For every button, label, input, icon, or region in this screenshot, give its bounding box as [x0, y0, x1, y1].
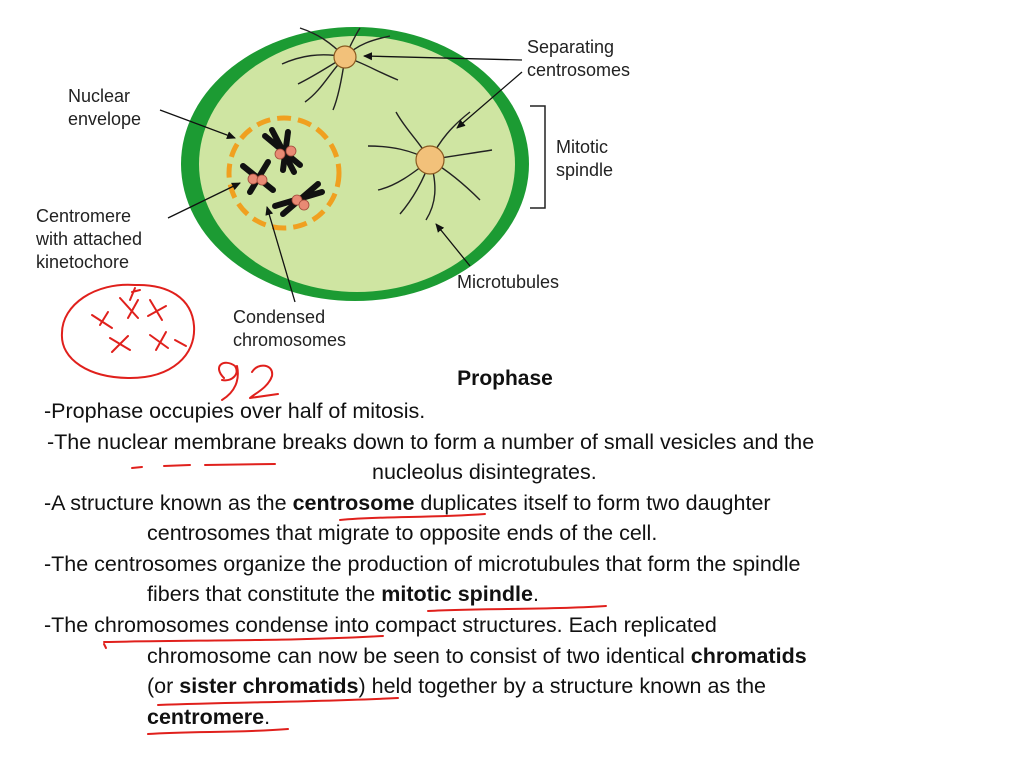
text-line-10: (or sister chromatids) held together by … [147, 671, 766, 701]
text-segment: . [532, 582, 539, 606]
text-segment: ) held together by a structure known as … [358, 674, 767, 698]
centrosome-top [333, 45, 357, 69]
label-mitotic-spindle: Mitotic spindle [556, 137, 614, 180]
text-segment: . [264, 705, 271, 729]
text-line-11: centromere. [147, 702, 270, 732]
text-line-6: -The centrosomes organize the production… [44, 552, 801, 576]
text-segment: fibers that constitute the [147, 582, 382, 606]
term-chromatids: chromatids [690, 644, 807, 668]
text-line-4: -A structure known as the centrosome dup… [44, 488, 771, 518]
term-mitotic-spindle: mitotic spindle [381, 582, 533, 606]
label-separating-centrosomes: Separating centrosomes [527, 37, 631, 80]
term-sister-chromatids: sister chromatids [179, 674, 359, 698]
prophase-cell-diagram [159, 27, 546, 303]
text-line-3: nucleolus disintegrates. [372, 460, 597, 484]
text-line-5: centrosomes that migrate to opposite end… [147, 521, 658, 545]
kinetochores [247, 145, 310, 211]
text-segment: (or [147, 674, 180, 698]
label-microtubules: Microtubules [457, 272, 560, 292]
text-segment: -A structure known as the [44, 491, 293, 515]
nuclear-envelope [226, 115, 342, 231]
page-title: Prophase [457, 367, 553, 390]
text-line-1: -Prophase occupies over half of mitosis. [44, 399, 426, 423]
text-line-2: -The nuclear membrane breaks down to for… [47, 430, 815, 454]
mitotic-spindle-bracket [530, 105, 546, 209]
text-line-8: -The chromosomes condense into compact s… [44, 613, 717, 637]
centrosome-right [415, 145, 445, 175]
text-line-9: chromosome can now be seen to consist of… [147, 641, 807, 671]
text-segment: duplicates itself to form two daughter [414, 491, 771, 515]
term-centrosome: centrosome [292, 491, 415, 515]
pointer-arrows [159, 52, 523, 303]
label-centromere: Centromere with attached kinetochore [36, 206, 143, 272]
text-segment: chromosome can now be seen to consist of… [147, 644, 691, 668]
text-line-7: fibers that constitute the mitotic spind… [147, 579, 539, 609]
term-centromere: centromere [147, 705, 265, 729]
label-condensed-chromosomes: Condensed chromosomes [233, 307, 347, 350]
cytoplasm [199, 36, 515, 292]
label-nuclear-envelope: Nuclear envelope [68, 86, 142, 129]
